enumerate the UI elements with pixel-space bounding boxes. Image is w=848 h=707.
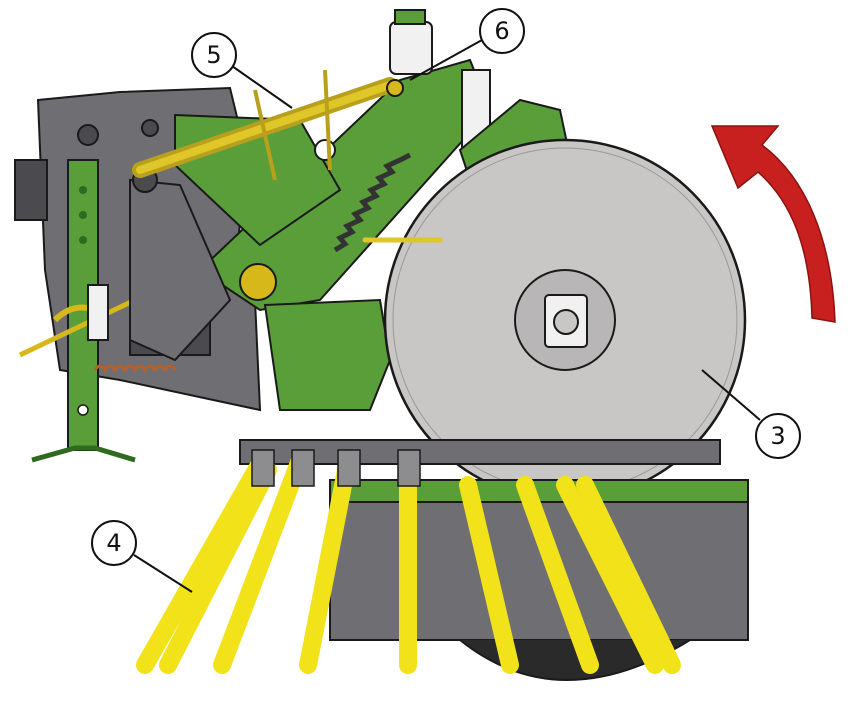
- callout-4: 4: [91, 520, 193, 593]
- spring: [93, 364, 177, 373]
- tines: [136, 449, 681, 674]
- curved-arrow-up-icon: [710, 125, 836, 323]
- callout-label-4: 4: [106, 529, 121, 557]
- disc: [362, 138, 747, 502]
- lower-bracket: [263, 298, 392, 411]
- callout-5: 5: [191, 32, 293, 109]
- pivot-cylinder: [386, 9, 433, 97]
- callout-6: 6: [409, 8, 525, 81]
- tension-spring: [333, 152, 412, 253]
- top-link: [132, 69, 398, 181]
- callout-label-5: 5: [206, 41, 221, 69]
- callout-label-3: 3: [770, 422, 785, 450]
- callout-label-6: 6: [494, 17, 509, 45]
- callout-3: 3: [701, 369, 801, 459]
- hitch-pins: [18, 284, 137, 358]
